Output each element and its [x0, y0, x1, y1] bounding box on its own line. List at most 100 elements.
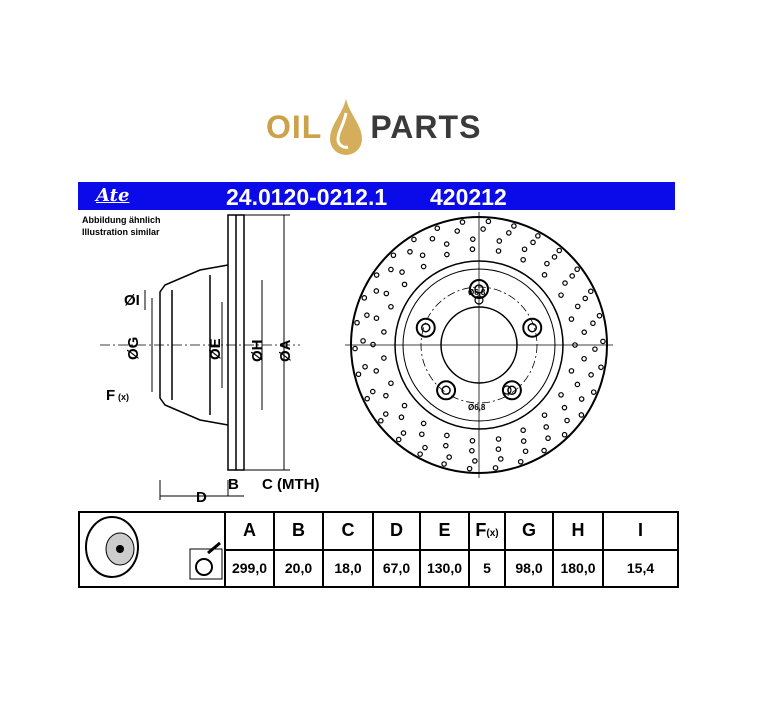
short-number: 420212: [430, 184, 507, 210]
drill-hole: [520, 256, 526, 263]
drill-hole: [495, 436, 502, 442]
bolt-hole: [501, 380, 522, 401]
drill-hole: [558, 392, 564, 398]
drill-hole: [369, 388, 376, 395]
drill-hole: [596, 312, 603, 319]
part-number: 24.0120-0212.1: [226, 184, 388, 210]
drill-hole: [381, 355, 387, 361]
header-a: A: [224, 511, 275, 551]
header-g: G: [504, 511, 554, 551]
drill-hole: [417, 451, 423, 457]
drill-hole: [574, 266, 580, 273]
header-b: B: [273, 511, 324, 551]
drill-hole: [361, 295, 368, 301]
value-a: 299,0: [224, 548, 275, 588]
drill-hole: [373, 315, 380, 321]
oil-drop-icon: [330, 99, 363, 155]
drill-hole: [535, 233, 541, 239]
drill-hole: [446, 454, 452, 460]
header-h: H: [552, 511, 604, 551]
drill-hole: [495, 446, 502, 453]
value-b: 20,0: [273, 548, 324, 588]
ate-logo: Ate: [96, 185, 130, 206]
drill-hole: [459, 219, 466, 225]
header-c: C: [322, 511, 374, 551]
drill-hole: [354, 319, 360, 326]
header-bar: Ate 24.0120-0212.1 420212: [78, 182, 675, 210]
drill-hole: [472, 458, 478, 464]
value-g: 98,0: [504, 548, 554, 588]
drill-hole: [521, 246, 528, 253]
drill-hole: [578, 396, 585, 402]
header-f: F(x): [468, 511, 506, 551]
drill-hole: [590, 389, 597, 395]
drill-hole: [541, 272, 548, 278]
drill-hole: [362, 363, 368, 370]
note-de: Abbildung ähnlich: [82, 215, 161, 225]
drill-hole: [522, 448, 529, 455]
drill-hole: [470, 236, 476, 242]
drill-hole: [401, 402, 408, 409]
drill-hole: [420, 263, 427, 270]
drill-hole: [600, 338, 606, 345]
drill-hole: [485, 218, 492, 225]
drill-hole: [543, 424, 550, 430]
drill-hole: [578, 412, 585, 418]
drill-hole: [544, 260, 550, 267]
hole-label-bottom: Ø6,8: [468, 403, 486, 412]
drill-hole: [520, 427, 526, 434]
drill-hole: [496, 238, 503, 244]
drill-hole: [564, 417, 570, 424]
drill-hole: [495, 248, 502, 254]
drill-hole: [388, 266, 394, 273]
drill-hole: [574, 303, 581, 310]
label-h: ØH: [249, 340, 266, 363]
disc-thumbnail: [78, 511, 226, 588]
drill-hole: [411, 236, 417, 243]
drill-hole: [598, 364, 604, 371]
drill-hole: [469, 437, 476, 444]
drill-hole: [466, 465, 473, 472]
bolt-hole-inner: [527, 322, 538, 333]
note-en: Illustration similar: [82, 227, 160, 237]
drill-hole: [587, 288, 594, 295]
locating-hole: [474, 295, 484, 305]
drill-hole: [520, 438, 527, 444]
bolt-hole: [415, 317, 436, 338]
side-view: [100, 214, 300, 500]
header-d: D: [372, 511, 421, 551]
drill-hole: [572, 342, 578, 348]
bolt-hole-inner: [441, 385, 451, 396]
drill-hole: [434, 225, 441, 232]
header-f-letter: F: [475, 520, 487, 541]
label-d: D: [196, 489, 207, 505]
bolt-hole-inner: [507, 385, 517, 396]
drill-hole: [388, 380, 394, 387]
bolt-hole: [469, 279, 489, 299]
drill-hole: [390, 252, 397, 259]
drill-hole: [444, 432, 450, 439]
label-f: F: [106, 387, 115, 404]
drill-hole: [407, 248, 413, 255]
drill-hole: [480, 226, 486, 232]
drill-hole: [469, 246, 476, 253]
label-c: C (MTH): [262, 476, 319, 493]
drill-hole: [454, 228, 461, 234]
label-g: ØG: [125, 337, 142, 360]
value-d: 67,0: [372, 548, 421, 588]
drill-hole: [420, 420, 427, 427]
drill-hole: [441, 461, 447, 467]
bolt-hole: [436, 380, 457, 401]
drill-hole: [373, 368, 380, 374]
dimensions-table: A B C D E F(x) G H I 299,0 20,0 18,0 67,…: [78, 511, 679, 588]
drill-hole: [497, 456, 504, 462]
drill-hole: [443, 442, 449, 449]
locating-hole: [502, 385, 512, 395]
drill-hole: [401, 281, 408, 288]
drill-hole: [562, 280, 568, 286]
drill-hole: [511, 223, 517, 229]
header-e: E: [419, 511, 470, 551]
drill-hole: [530, 239, 536, 246]
drill-hole: [429, 235, 436, 242]
